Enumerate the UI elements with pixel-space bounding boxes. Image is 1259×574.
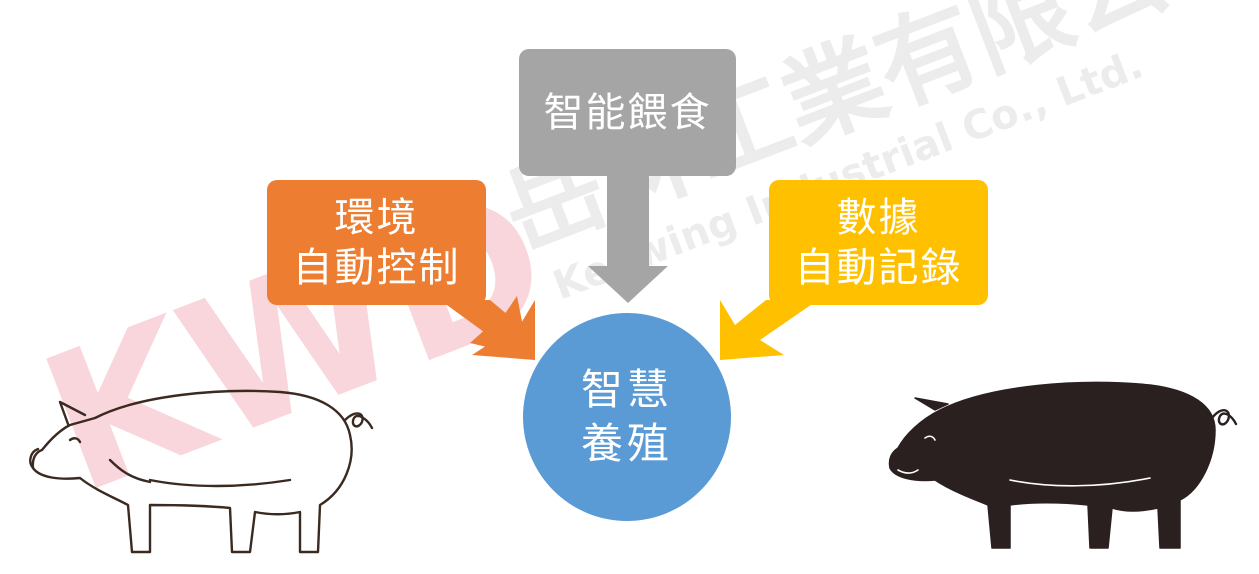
- node-smart-farming-line-1: 智慧: [580, 365, 673, 414]
- node-data-recording-line-1: 數據: [836, 194, 921, 241]
- node-smart-farming-line-2: 養殖: [580, 419, 673, 468]
- node-data-recording-line-2: 自動記錄: [794, 244, 963, 291]
- node-smart-farming: 智慧 養殖: [523, 313, 731, 521]
- node-data-recording: 數據 自動記錄: [769, 180, 988, 305]
- node-environment-control-line-1: 環境: [334, 194, 419, 241]
- arrow-data-head: [720, 300, 818, 360]
- node-smart-feeding-line-1: 智能餵食: [543, 89, 712, 136]
- arrow-env-head: [440, 300, 535, 360]
- arrow-feed: [588, 176, 668, 303]
- node-environment-control: 環境 自動控制: [267, 180, 486, 305]
- node-smart-feeding: 智能餵食: [519, 49, 736, 176]
- node-environment-control-line-2: 自動控制: [292, 244, 461, 291]
